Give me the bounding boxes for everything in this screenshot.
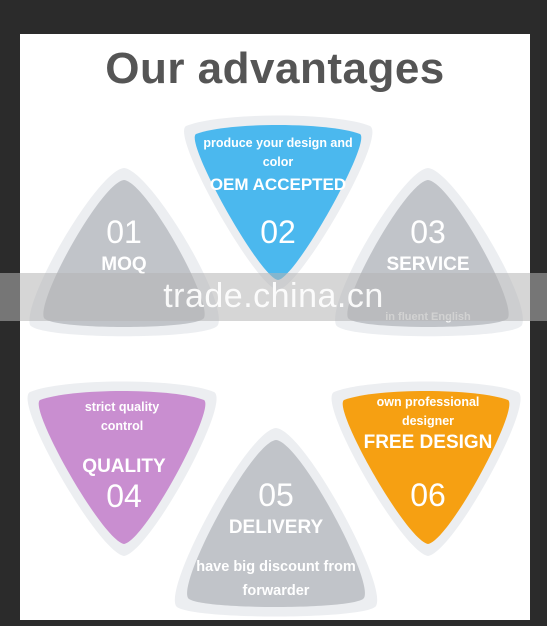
item-04-number: 04 bbox=[106, 478, 142, 514]
item-03-heading: SERVICE bbox=[386, 254, 470, 275]
item-06-subtitle: own professional designer bbox=[376, 395, 480, 428]
item-05-heading: DELIVERY bbox=[228, 517, 324, 538]
item-06-heading: FREE DESIGN bbox=[363, 432, 493, 453]
item-04-heading: QUALITY bbox=[82, 456, 166, 477]
advantage-shape-06 bbox=[331, 381, 521, 556]
item-06-number: 06 bbox=[410, 477, 446, 513]
item-03-number: 03 bbox=[410, 214, 446, 250]
page-title: Our advantages bbox=[105, 44, 445, 93]
watermark-text: trade.china.cn bbox=[163, 277, 384, 315]
advantage-shape-05 bbox=[174, 428, 378, 617]
item-01-heading: MOQ bbox=[101, 254, 147, 275]
item-02-subtitle: produce your design and color bbox=[203, 136, 353, 169]
item-01-number: 01 bbox=[106, 214, 142, 250]
advantage-shape-02 bbox=[184, 115, 373, 290]
item-02-heading: OEM ACCEPTED bbox=[209, 175, 347, 194]
watermark-band bbox=[0, 273, 547, 321]
item-02-number: 02 bbox=[260, 214, 296, 250]
advantage-shape-04 bbox=[27, 381, 217, 556]
item-04-subtitle: strict quality control bbox=[84, 400, 160, 433]
item-05-number: 05 bbox=[258, 477, 294, 513]
item-05-subtitle: have big discount from forwarder bbox=[196, 559, 356, 599]
